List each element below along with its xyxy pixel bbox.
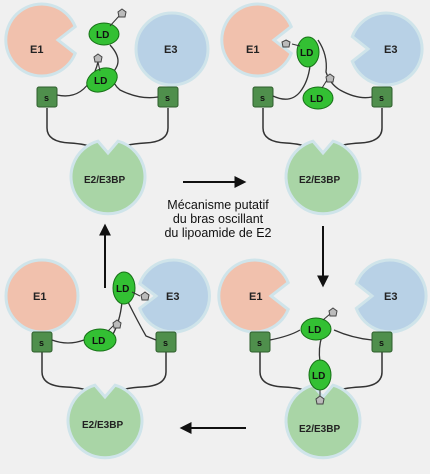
core-label: E2/E3BP — [299, 424, 340, 435]
lipoyl-label: LD — [94, 76, 107, 87]
flexible-linker — [127, 301, 157, 341]
caption-line: du bras oscillant — [172, 212, 264, 226]
s-subunit-box — [252, 86, 274, 108]
lipoamide-arm — [131, 291, 141, 297]
e2-e3bp-core — [284, 139, 362, 216]
e3-label: E3 — [164, 44, 177, 56]
flexible-linker — [269, 329, 301, 341]
core-label: E2/E3BP — [82, 420, 123, 431]
lipoamide-head — [281, 39, 291, 48]
panel-bottom-right: E1 E3 E2/E3BP s s LD LD — [217, 258, 428, 460]
e1-label: E1 — [30, 44, 43, 56]
e1-enzyme — [217, 258, 291, 334]
lipoamide-arm — [109, 14, 121, 27]
e3-enzyme — [137, 258, 211, 334]
core-label: E2/E3BP — [299, 175, 340, 186]
lipoamide-head — [140, 291, 150, 301]
lipoyl-domain — [83, 328, 117, 352]
subunit-label: s — [44, 93, 49, 103]
e2-e3bp-core — [284, 383, 362, 460]
e3-label: E3 — [384, 44, 397, 56]
subunit-label: s — [257, 338, 262, 348]
flexible-linker — [51, 339, 85, 344]
e1-label: E1 — [249, 291, 262, 303]
lipoamide-head — [117, 8, 127, 18]
arm-line — [46, 108, 96, 149]
lipoamide-arm — [107, 324, 115, 332]
flexible-linker — [333, 329, 373, 341]
caption-line: du lipoamide de E2 — [164, 226, 272, 240]
flexible-linker — [111, 301, 123, 337]
subunit-label: s — [260, 93, 265, 103]
lipoyl-label: LD — [96, 30, 109, 41]
e3-enzyme — [354, 258, 428, 334]
arm-line — [117, 108, 169, 149]
lipoyl-label: LD — [300, 48, 313, 59]
panel-bottom-left: E1 E3 E2/E3BP s s LD LD — [4, 258, 211, 460]
subunit-label: s — [165, 93, 170, 103]
lipoyl-label: LD — [116, 284, 129, 295]
lipoamide-arm — [321, 79, 328, 89]
e3-enzyme — [350, 11, 424, 87]
lipoamide-head — [315, 395, 325, 405]
e3-label: E3 — [384, 291, 397, 303]
subunit-label: s — [379, 93, 384, 103]
mechanism-caption: Mécanisme putatif du bras oscillant du l… — [148, 198, 288, 240]
e1-label: E1 — [33, 291, 46, 303]
lipoyl-domain — [300, 317, 332, 341]
subunit-label: s — [163, 338, 168, 348]
subunit-label: s — [39, 338, 44, 348]
lipoyl-domain — [86, 67, 118, 93]
e1-label: E1 — [246, 44, 259, 56]
lipoamide-arm — [97, 61, 101, 72]
lipoyl-domain — [296, 36, 320, 68]
lipoamide-head — [93, 53, 103, 63]
arm-line — [333, 108, 383, 149]
lipoamide-head — [112, 319, 122, 329]
s-subunit-box — [371, 331, 393, 353]
lipoyl-label: LD — [308, 325, 321, 336]
s-subunit-box — [36, 86, 58, 108]
panel-top-right: E1 E3 E2/E3BP s s LD LD — [220, 2, 424, 216]
e3-enzyme — [134, 11, 210, 87]
arm-line — [333, 352, 383, 393]
panel-top-left: E1 E3 E2/E3BP s s LD LD — [4, 2, 210, 216]
flexible-linker — [272, 65, 311, 100]
arm-line — [115, 352, 167, 393]
e1-enzyme — [220, 2, 294, 78]
e2-e3bp-core — [69, 139, 147, 216]
lipoamide-head — [328, 307, 338, 317]
s-subunit-box — [155, 331, 177, 353]
s-subunit-box — [31, 331, 53, 353]
lipoyl-label: LD — [310, 94, 323, 105]
arm-line — [259, 352, 311, 393]
lipoyl-label: LD — [92, 336, 105, 347]
lipoyl-domain — [302, 86, 334, 110]
caption-line: Mécanisme putatif — [167, 198, 269, 212]
e1-enzyme — [4, 2, 78, 78]
lipoamide-arm — [322, 313, 331, 321]
arm-line — [41, 352, 94, 393]
e3-label: E3 — [166, 291, 179, 303]
s-subunit-box — [249, 331, 271, 353]
lipoamide-head — [325, 73, 335, 83]
e2-e3bp-core — [66, 383, 144, 460]
arm-line — [262, 108, 311, 149]
lipoyl-domain — [112, 271, 136, 305]
core-label: E2/E3BP — [84, 175, 125, 186]
lipoamide-arm — [291, 43, 301, 47]
lipoyl-label: LD — [312, 371, 325, 382]
lipoyl-domain — [88, 22, 120, 46]
subunit-label: s — [379, 338, 384, 348]
